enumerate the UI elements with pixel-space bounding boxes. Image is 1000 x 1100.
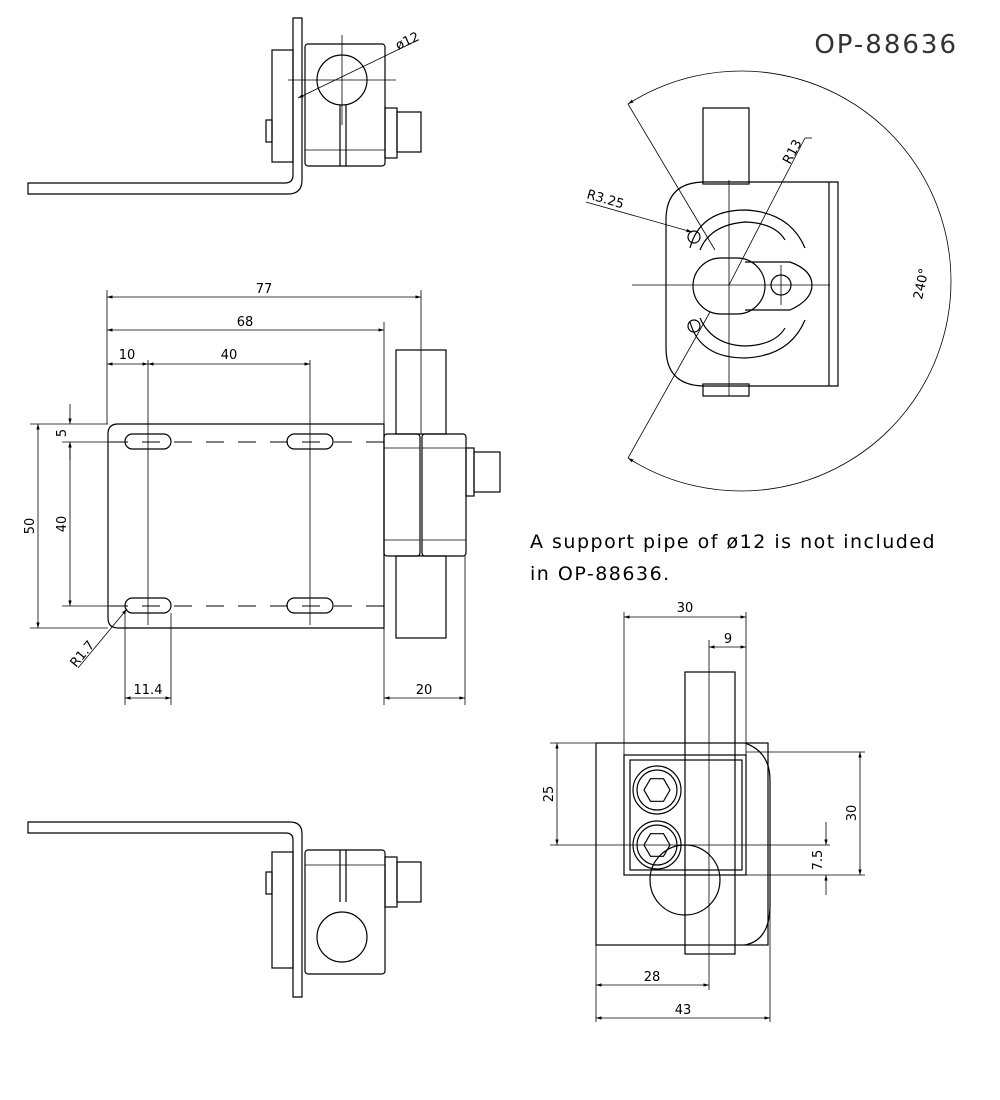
part-number-title: OP-88636 <box>814 30 958 60</box>
pipe-diameter-label: ø12 <box>393 30 422 54</box>
angle-240-label: 240° <box>911 267 932 301</box>
dim-25: 25 <box>542 786 557 803</box>
dim-40-vertical: 40 <box>55 516 70 533</box>
radius-r3-25-label: R3.25 <box>585 187 626 212</box>
dim-40-horizontal: 40 <box>221 348 238 363</box>
note-line-2: in OP-88636. <box>530 563 671 585</box>
side-view-bottom <box>27 821 422 998</box>
dim-9: 9 <box>724 632 732 647</box>
note-line-1: A support pipe of ø12 is not included <box>530 531 936 553</box>
dim-20: 20 <box>416 683 433 698</box>
radius-r1-7-label: R1.7 <box>68 638 99 670</box>
dim-77: 77 <box>256 282 273 297</box>
dim-11-4: 11.4 <box>134 683 163 698</box>
dim-7-5: 7.5 <box>811 850 826 871</box>
dim-50: 50 <box>23 518 38 535</box>
dim-10: 10 <box>119 348 136 363</box>
side-view-top: ø12 <box>27 17 422 195</box>
clamp-view: 30 9 25 30 7.5 28 43 <box>542 601 865 1022</box>
dim-68: 68 <box>237 315 254 330</box>
rotation-view: R13 R3.25 240° <box>585 70 952 492</box>
radius-r13-label: R13 <box>780 137 805 167</box>
dim-28: 28 <box>644 970 661 985</box>
dim-43: 43 <box>675 1003 692 1018</box>
dim-30-top: 30 <box>677 601 694 616</box>
plate-view: 77 68 10 40 5 40 50 R1.7 11.4 20 <box>23 282 501 705</box>
dim-30-right: 30 <box>845 805 860 822</box>
dim-5: 5 <box>55 429 70 437</box>
